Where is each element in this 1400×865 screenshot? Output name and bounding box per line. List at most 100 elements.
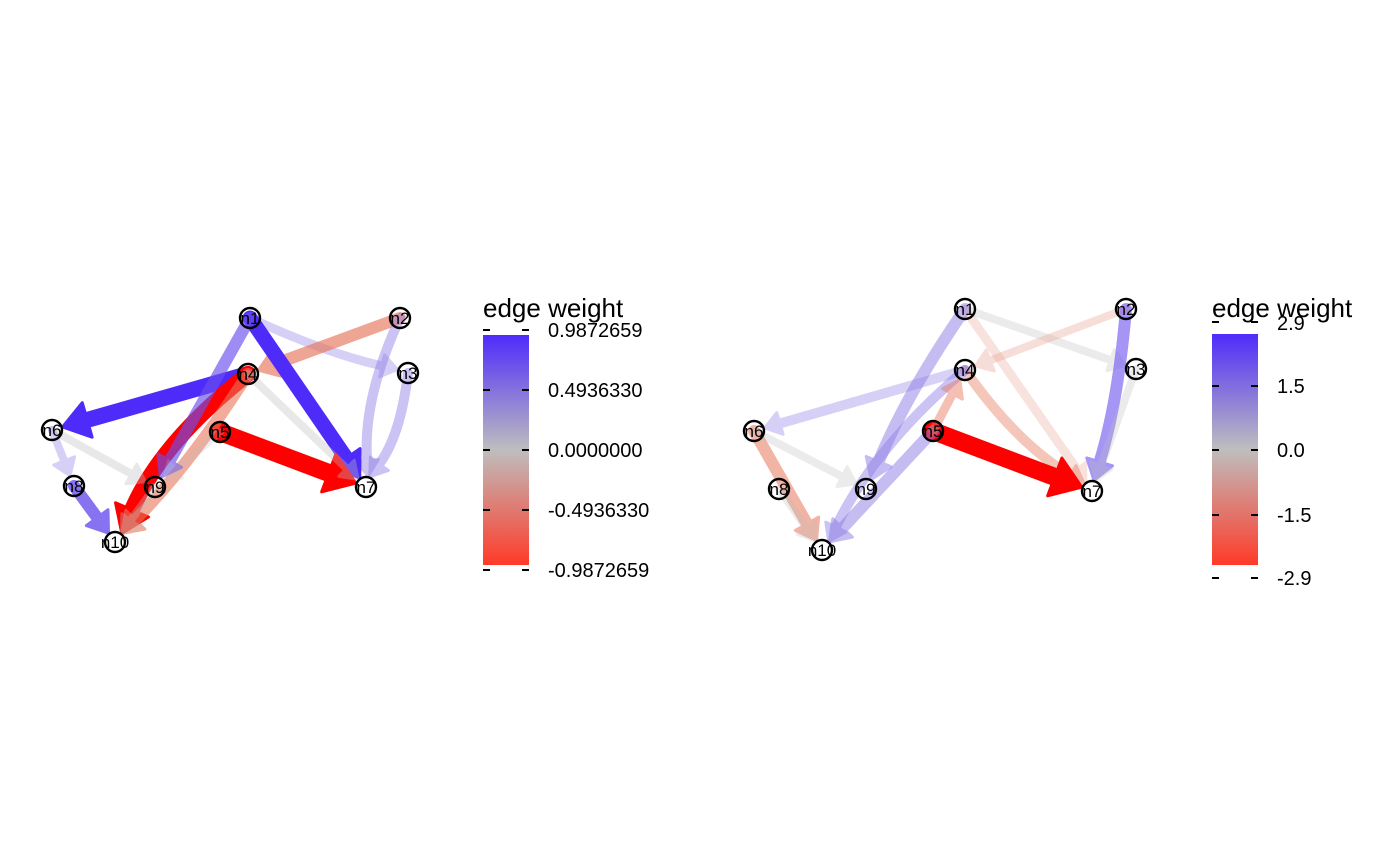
edge-n4-n10 (120, 368, 254, 535)
edge-arrowhead (120, 508, 147, 535)
node-n2: n2 (1114, 297, 1138, 321)
edge-n5-n4 (928, 378, 964, 436)
node-label: n10 (101, 533, 129, 552)
node-n1: n1 (953, 297, 977, 321)
edge-n8-n10 (775, 485, 818, 543)
legend-title: edge weight (1212, 293, 1353, 323)
node-label: n5 (924, 422, 943, 441)
edge-line (748, 425, 814, 530)
node-circle (854, 477, 878, 501)
edge-n1-n9 (864, 303, 971, 481)
edge-arrowhead (119, 512, 142, 535)
edge-line (1093, 303, 1132, 468)
node-circle (396, 361, 420, 385)
node-circle (208, 420, 232, 444)
edge-arrowhead (156, 452, 184, 479)
node-label: n1 (956, 300, 975, 319)
node-n4: n4 (953, 358, 977, 382)
legend-tick-label: 0.0 (1277, 440, 1305, 462)
node-label: n6 (43, 421, 62, 440)
edge-line (163, 312, 256, 467)
edge-line (211, 423, 338, 482)
node-label: n8 (770, 480, 789, 499)
edge-layer-left (48, 310, 413, 535)
legend-tick-label: 2.9 (1277, 313, 1305, 335)
node-n7: n7 (1080, 479, 1104, 503)
edge-line (928, 389, 957, 436)
edge-arrowhead (973, 348, 996, 373)
node-label: n8 (65, 477, 84, 496)
edge-line (244, 370, 351, 473)
node-label: n9 (146, 478, 165, 497)
edge-arrowhead (1046, 456, 1084, 498)
node-circle (953, 358, 977, 382)
legend-colorbar (483, 335, 529, 565)
edge-line (836, 425, 939, 534)
legend-tick-label: 0.4936330 (548, 380, 643, 402)
edge-n6-n10 (748, 425, 821, 542)
edge-n3-n7 (1089, 365, 1140, 483)
edge-arrowhead (941, 378, 964, 401)
legend-ticks (1212, 321, 1258, 579)
edge-n1-n9 (156, 312, 256, 479)
node-label: n9 (857, 480, 876, 499)
legend-title: edge weight (483, 293, 624, 323)
node-label: n4 (956, 361, 975, 380)
edge-n2-n7 (1085, 303, 1132, 482)
edge-n9-n10 (119, 483, 159, 535)
edge-line (79, 366, 256, 428)
edge-arrowhead (793, 515, 821, 542)
node-label: n2 (391, 309, 410, 328)
edge-arrowhead (84, 508, 111, 535)
edge-n6-n9 (750, 427, 858, 489)
edge-line (242, 310, 354, 466)
edge-arrowhead (61, 401, 94, 439)
legend-left: edge weight 0.9872659 0.4936330 0.000000… (483, 293, 649, 582)
legend-tick-label: -1.5 (1277, 505, 1311, 527)
node-circle (1080, 479, 1104, 503)
legend-colorbar (1212, 334, 1258, 565)
node-n9: n9 (143, 475, 167, 499)
node-n10: n10 (101, 530, 129, 554)
edge-line (374, 368, 413, 469)
legend-tick-label: 1.5 (1277, 376, 1305, 398)
edge-line (872, 303, 971, 468)
edge-n4-n7 (244, 370, 360, 481)
edge-line (1097, 365, 1140, 470)
node-label: n4 (239, 365, 258, 384)
edge-n5-n7 (211, 423, 358, 494)
node-circle (1114, 297, 1138, 321)
node-circle (921, 419, 945, 443)
edge-n6-n9 (48, 426, 147, 486)
edge-line (48, 426, 69, 465)
edge-n4-n6 (763, 365, 970, 436)
edge-n5-n9 (161, 428, 224, 482)
node-circle (742, 419, 766, 443)
legend-right: edge weight 2.9 1.5 0.0 -1.5 -2.9 (1212, 293, 1353, 590)
node-circle (143, 475, 167, 499)
node-n4: n4 (236, 362, 260, 386)
edge-n6-n8 (48, 426, 77, 478)
legend-tick-label: -0.4936330 (548, 500, 649, 522)
edge-line (961, 305, 1115, 365)
node-label: n2 (1117, 300, 1136, 319)
edge-n2-n4 (973, 305, 1130, 373)
node-label: n3 (399, 364, 418, 383)
node-circle (354, 475, 378, 499)
edge-n4-n6 (61, 366, 256, 439)
edge-line (775, 485, 811, 532)
edge-n3-n7 (368, 368, 413, 479)
edge-arrowhead (320, 452, 358, 494)
edge-line (129, 368, 254, 526)
edge-line (830, 365, 970, 533)
edge-n5-n10 (828, 425, 939, 544)
legend-ticks (483, 329, 529, 571)
node-n8: n8 (62, 474, 86, 498)
node-n6: n6 (40, 418, 64, 442)
edge-arrowhead (368, 455, 390, 479)
node-label: n3 (1127, 360, 1146, 379)
edge-arrowhead (763, 411, 785, 436)
node-n1: n1 (238, 306, 262, 330)
edge-arrowhead (1085, 456, 1115, 482)
